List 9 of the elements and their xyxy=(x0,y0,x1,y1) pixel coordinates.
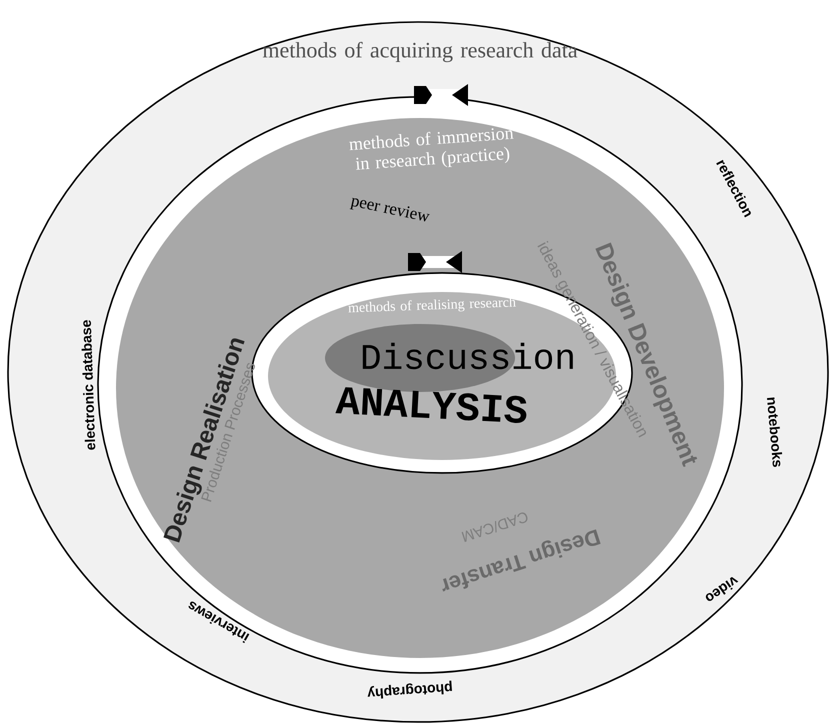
method-label: notebooks xyxy=(767,397,782,467)
ring-label: methods of acquiring research data xyxy=(262,42,578,62)
method-label: electronic database xyxy=(82,320,96,450)
method-label: Design Transfer xyxy=(442,529,601,592)
method-label: peer review xyxy=(350,198,430,222)
ring-label: ANALYSIS xyxy=(335,387,526,423)
ring-label: methods of realising research xyxy=(348,296,516,312)
method-label: photography xyxy=(368,680,452,699)
ring-label: methods of immersion in research (practice) xyxy=(349,128,514,170)
